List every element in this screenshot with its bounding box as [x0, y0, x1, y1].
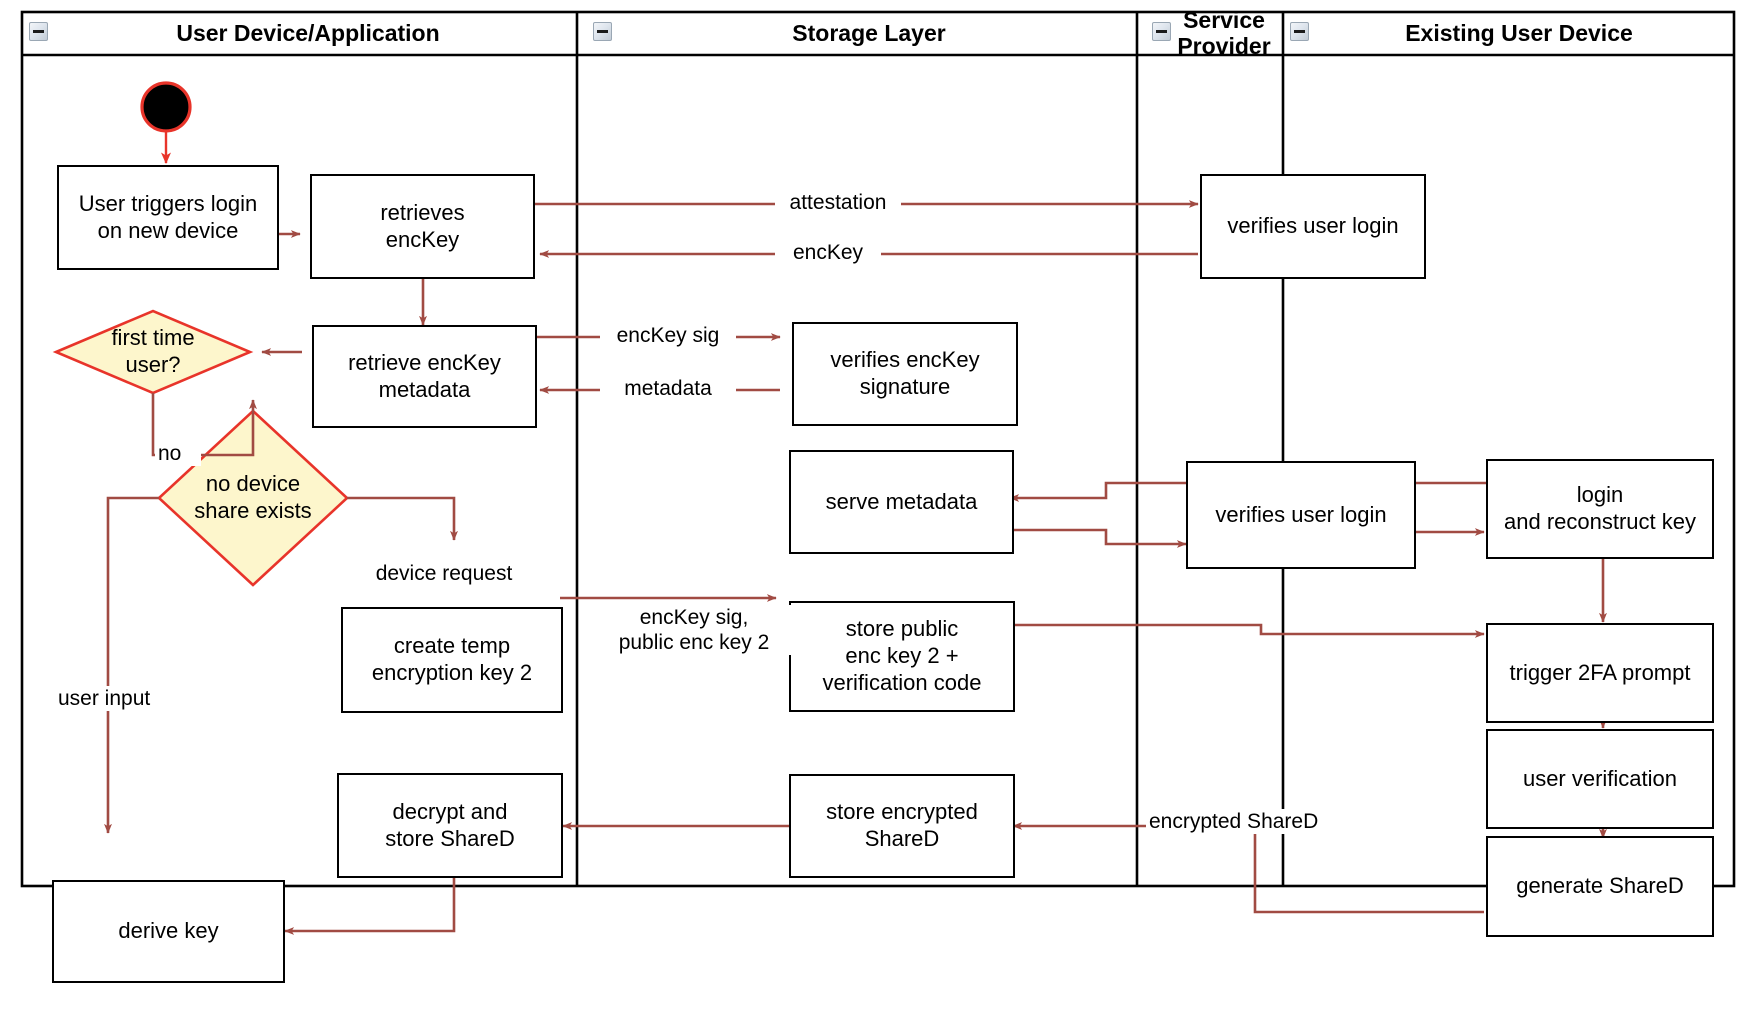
node-verifies-enckey-signature[interactable]: verifies encKey signature — [792, 322, 1018, 426]
swimlane-frame — [20, 10, 1736, 888]
node-trigger-2fa-prompt[interactable]: trigger 2FA prompt — [1486, 623, 1714, 723]
start-node — [140, 81, 192, 164]
collapse-minus-icon-lane-4[interactable] — [1290, 22, 1309, 41]
edge-encrypted-shared — [1012, 822, 1484, 914]
node-decrypt-and-store-shared[interactable]: decrypt and store ShareD — [337, 773, 563, 878]
collapse-minus-icon-lane-1[interactable] — [29, 22, 48, 41]
node-retrieves-enckey[interactable]: retrieves encKey — [310, 174, 535, 279]
edge-user-input — [104, 496, 159, 834]
edge-device-request — [347, 496, 458, 541]
node-store-public-enc-key-2[interactable]: store public enc key 2 + verification co… — [789, 601, 1015, 712]
node-login-and-reconstruct-key[interactable]: login and reconstruct key — [1486, 459, 1714, 559]
node-retrieve-enckey-metadata[interactable]: retrieve encKey metadata — [312, 325, 537, 428]
node-generate-shared[interactable]: generate ShareD — [1486, 836, 1714, 937]
edge-sp-to-serve-metadata — [1009, 481, 1186, 502]
edge-decrypt-to-derive — [284, 878, 456, 935]
edge-store-pubkey-to-2fa — [1013, 623, 1485, 638]
node-verifies-user-login-2[interactable]: verifies user login — [1186, 461, 1416, 569]
node-serve-metadata[interactable]: serve metadata — [789, 450, 1014, 554]
decision-first-time-user-shape — [52, 309, 254, 395]
collapse-minus-icon-lane-2[interactable] — [593, 22, 612, 41]
node-store-encrypted-shared[interactable]: store encrypted ShareD — [789, 774, 1015, 878]
edge-no-branch — [151, 393, 257, 457]
node-create-temp-encryption-key-2[interactable]: create temp encryption key 2 — [341, 607, 563, 713]
edge-serve-metadata-to-sp — [1010, 528, 1187, 548]
node-derive-key[interactable]: derive key — [52, 880, 285, 983]
node-user-verification[interactable]: user verification — [1486, 729, 1714, 829]
collapse-minus-icon-lane-3[interactable] — [1152, 22, 1171, 41]
node-user-triggers-login[interactable]: User triggers login on new device — [57, 165, 279, 270]
node-verifies-user-login-1[interactable]: verifies user login — [1200, 174, 1426, 279]
